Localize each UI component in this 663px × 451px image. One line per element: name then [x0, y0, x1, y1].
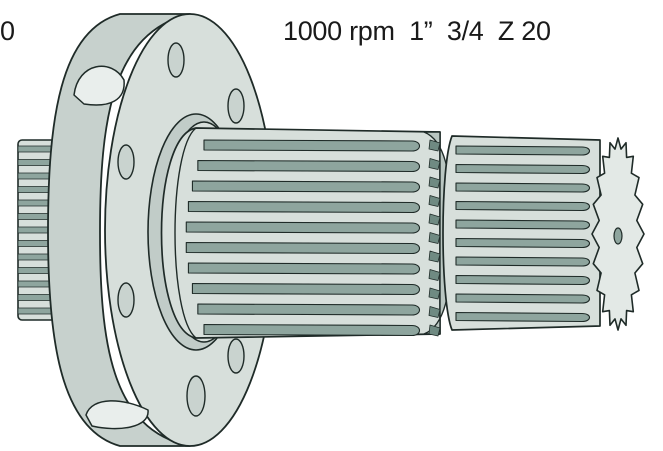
spline-groove [455, 145, 591, 156]
bolt-hole [186, 375, 206, 417]
rear-spline-teeth [17, 145, 71, 315]
spline-groove [187, 200, 421, 214]
spline-groove [197, 159, 421, 173]
spline-groove [191, 180, 421, 193]
spline-groove [455, 256, 591, 267]
cut-off-label: 0 [0, 16, 16, 46]
spline-groove [455, 163, 591, 175]
flange-side-hole-bottom [85, 400, 149, 430]
spec-label: 1000 rpm 1” 3/4 Z 20 [283, 16, 551, 46]
neck-tooth [428, 176, 441, 189]
flange-side-hole-top [73, 65, 125, 106]
spline-groove [203, 323, 421, 337]
bolt-hole [167, 42, 185, 78]
main-spline-grooves [185, 139, 421, 337]
center-hole [613, 227, 623, 245]
front-spline-grooves [455, 145, 591, 323]
neck-tooth [428, 213, 441, 226]
bolt-hole [227, 338, 245, 374]
spline-groove [455, 219, 591, 230]
spline-groove [455, 274, 591, 286]
neck-tooth [428, 158, 441, 170]
spline-groove [187, 262, 421, 275]
spline-groove [455, 182, 591, 193]
main-spline-shaft [160, 127, 441, 339]
bolt-hole [117, 282, 135, 318]
front-spline-section [442, 135, 601, 331]
spline-groove [197, 303, 421, 316]
shaft-end-face [591, 137, 645, 331]
neck-tooth [428, 139, 441, 152]
neck-tooth [428, 269, 441, 281]
spline-groove [203, 139, 421, 152]
spline-groove [185, 241, 421, 255]
spline-groove [191, 282, 421, 296]
neck-tooth [428, 306, 441, 318]
neck-tooth [428, 250, 441, 263]
neck-tooth [428, 232, 441, 244]
neck-tooth [428, 287, 441, 300]
spline-groove [455, 237, 591, 249]
bolt-hole [117, 144, 135, 180]
spline-groove [455, 311, 591, 323]
neck-teeth [428, 139, 441, 337]
neck-tooth [428, 324, 441, 337]
spline-groove [185, 221, 421, 234]
spline-groove [455, 200, 591, 212]
neck-tooth [428, 195, 441, 207]
bolt-hole [227, 88, 245, 124]
spline-groove [455, 293, 591, 304]
